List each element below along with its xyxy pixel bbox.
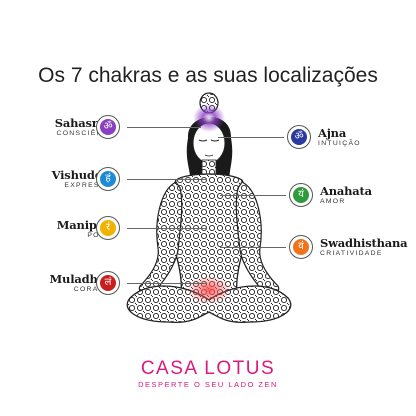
chakra-meaning: EXPRESSÃO [64,182,118,189]
chakra-name: Anahata [320,184,372,198]
chakra-meaning: CORAGEM [73,286,118,293]
label-swadhisthana: Swadhisthana CRIATIVIDADE [320,237,416,258]
connector-line-manipura [127,228,207,229]
connector-line-anahata [220,195,286,196]
om-icon: ॐ [100,119,116,135]
icon-ring-sahasrara: ॐ [96,115,120,139]
brand-name: CASA LOTUS [140,358,276,379]
connector-line-sahasrara [127,127,201,128]
chakra-name: Ajna [318,126,347,140]
brand-tagline: DESPERTE O SEU LADO ZEN [138,380,278,389]
icon-ring-muladhara: लं [96,271,120,295]
connector-line-vishuddha [127,179,207,180]
chakra-meaning: AMOR [320,198,346,205]
icon-ring-ajna: ॐ [287,125,311,149]
lam-icon: लं [100,275,116,291]
chakra-name: Swadhisthana [320,236,408,250]
ham-icon: हं [100,171,116,187]
chakra-meaning: CRIATIVIDADE [320,250,383,257]
ajna-body-glow [204,132,214,142]
left-arm [138,181,183,295]
connector-line-swadhisthana [220,247,286,248]
vam-icon: वं [293,239,309,255]
yam-icon: यं [293,187,309,203]
label-anahata: Anahata AMOR [320,185,416,206]
connector-line-muladhara [127,283,207,284]
icon-ring-manipura: रं [96,216,120,240]
chakra-meaning: INTUIÇÃO [318,140,361,147]
right-arm [235,181,280,295]
label-ajna: Ajna INTUIÇÃO [318,127,416,148]
page-title: Os 7 chakras e as suas localizações [38,64,378,87]
connector-line-ajna [218,137,284,138]
ram-icon: रं [100,220,116,236]
om-icon: ॐ [291,129,307,145]
icon-ring-anahata: यं [289,183,313,207]
chakra-meaning: CONSCIÊNCIA [56,130,118,137]
icon-ring-vishuddha: हं [96,167,120,191]
icon-ring-swadhisthana: वं [289,235,313,259]
